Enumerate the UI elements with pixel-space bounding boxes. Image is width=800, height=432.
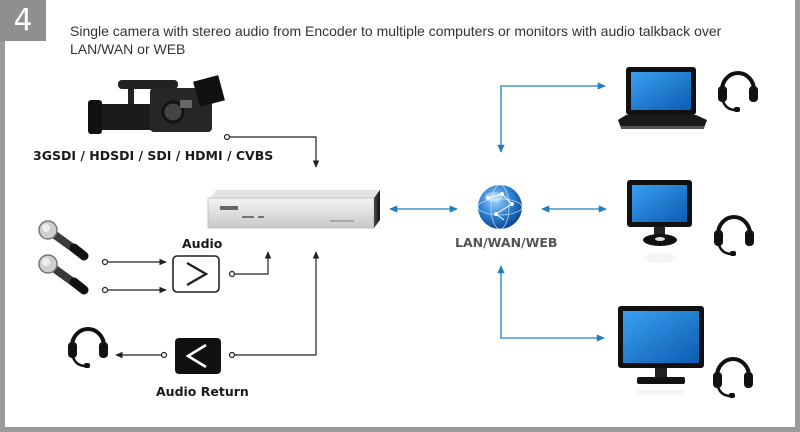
audio-to-encoder-arrow — [235, 251, 272, 275]
headset-icon — [712, 215, 756, 258]
audio-return-arrow-icon — [175, 338, 221, 374]
microphone-icon — [39, 255, 84, 290]
monitor-icon — [618, 306, 704, 395]
microphone-icon — [39, 221, 84, 256]
audio-label: Audio — [182, 236, 223, 251]
connector-dot — [160, 351, 168, 359]
network-laptop-link — [497, 82, 606, 153]
globe-icon — [477, 184, 523, 230]
connector-dot — [101, 286, 109, 294]
encoder-device-icon — [207, 190, 380, 229]
camera-to-encoder-arrow — [230, 136, 320, 168]
laptop-icon — [618, 67, 707, 129]
headset-icon — [66, 327, 110, 370]
video-camera-icon — [88, 75, 225, 134]
audio-in-arrow-icon — [172, 255, 220, 293]
connector-dot — [101, 258, 109, 266]
headset-icon — [716, 71, 760, 114]
connector-dot — [228, 270, 236, 278]
monitor-icon — [627, 180, 692, 263]
step-number-badge: 4 — [0, 0, 46, 41]
connector-dot — [228, 351, 236, 359]
headset-icon — [711, 357, 755, 400]
connector-dot — [223, 133, 231, 141]
diagram-caption: Single camera with stereo audio from Enc… — [70, 23, 722, 57]
video-inputs-label: 3GSDI / HDSDI / SDI / HDMI / CVBS — [33, 148, 273, 163]
encoder-to-return-line — [235, 251, 320, 356]
network-label: LAN/WAN/WEB — [455, 235, 557, 250]
audio-return-label: Audio Return — [156, 384, 249, 399]
network-large-monitor-link — [497, 265, 605, 342]
